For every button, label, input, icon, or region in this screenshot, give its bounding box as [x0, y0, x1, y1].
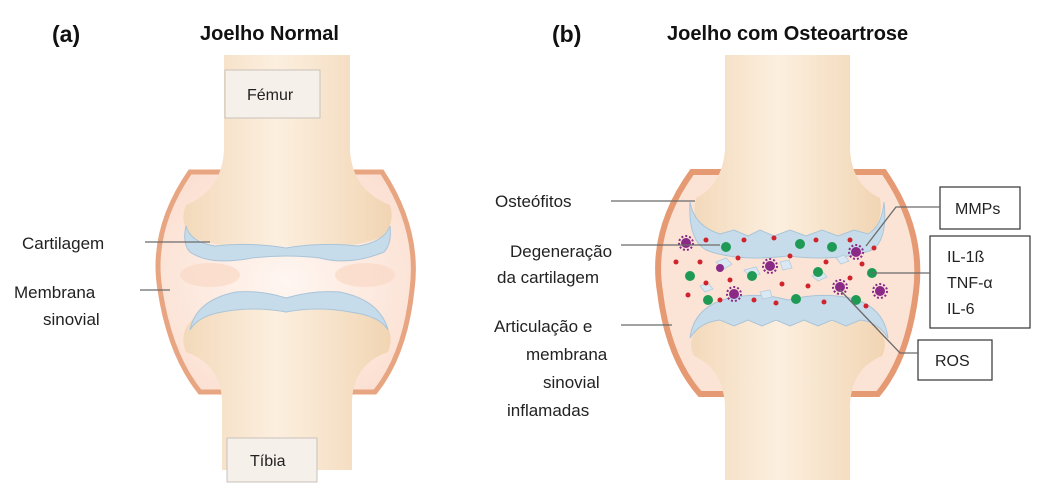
cytokine-il1b: IL-1ß [947, 249, 985, 266]
panel-a-title: Joelho Normal [200, 23, 339, 45]
membrane-label-line2: sinovial [43, 310, 100, 329]
panel-a: (a) Joelho Normal Fémur Tíbia C [14, 21, 413, 482]
panel-b: (b) Joelho com Osteoartrose [494, 21, 1030, 480]
tibia-label: Tíbia [250, 453, 286, 470]
femur-bone-b [695, 55, 881, 246]
femur-label: Fémur [247, 87, 294, 104]
mmps-box: MMPs [940, 187, 1020, 229]
degeneration-label-line1: Degeneração [510, 242, 612, 261]
membrane-label-line1: Membrana [14, 283, 96, 302]
ros-label: ROS [935, 353, 970, 370]
ros-box: ROS [918, 340, 992, 380]
femur-label-box: Fémur [225, 70, 320, 118]
inflamed-label-line1: Articulação e [494, 317, 592, 336]
degeneration-label-line2: da cartilagem [497, 268, 599, 287]
panel-b-title: Joelho com Osteoartrose [667, 23, 908, 45]
panel-b-letter: (b) [552, 21, 581, 47]
panel-a-letter: (a) [52, 21, 80, 47]
tibia-label-box: Tíbia [227, 438, 317, 482]
inflamed-label-line4: inflamadas [507, 401, 589, 420]
cytokine-tnfa: TNF-α [947, 275, 993, 292]
mmps-label: MMPs [955, 201, 1000, 218]
inflamed-label-line3: sinovial [543, 373, 600, 392]
cytokine-il6: IL-6 [947, 301, 975, 318]
cartilage-label: Cartilagem [22, 234, 104, 253]
osteophytes-label: Osteófitos [495, 192, 572, 211]
cytokines-box: IL-1ß TNF-α IL-6 [930, 236, 1030, 328]
inflamed-label-line2: membrana [526, 345, 608, 364]
